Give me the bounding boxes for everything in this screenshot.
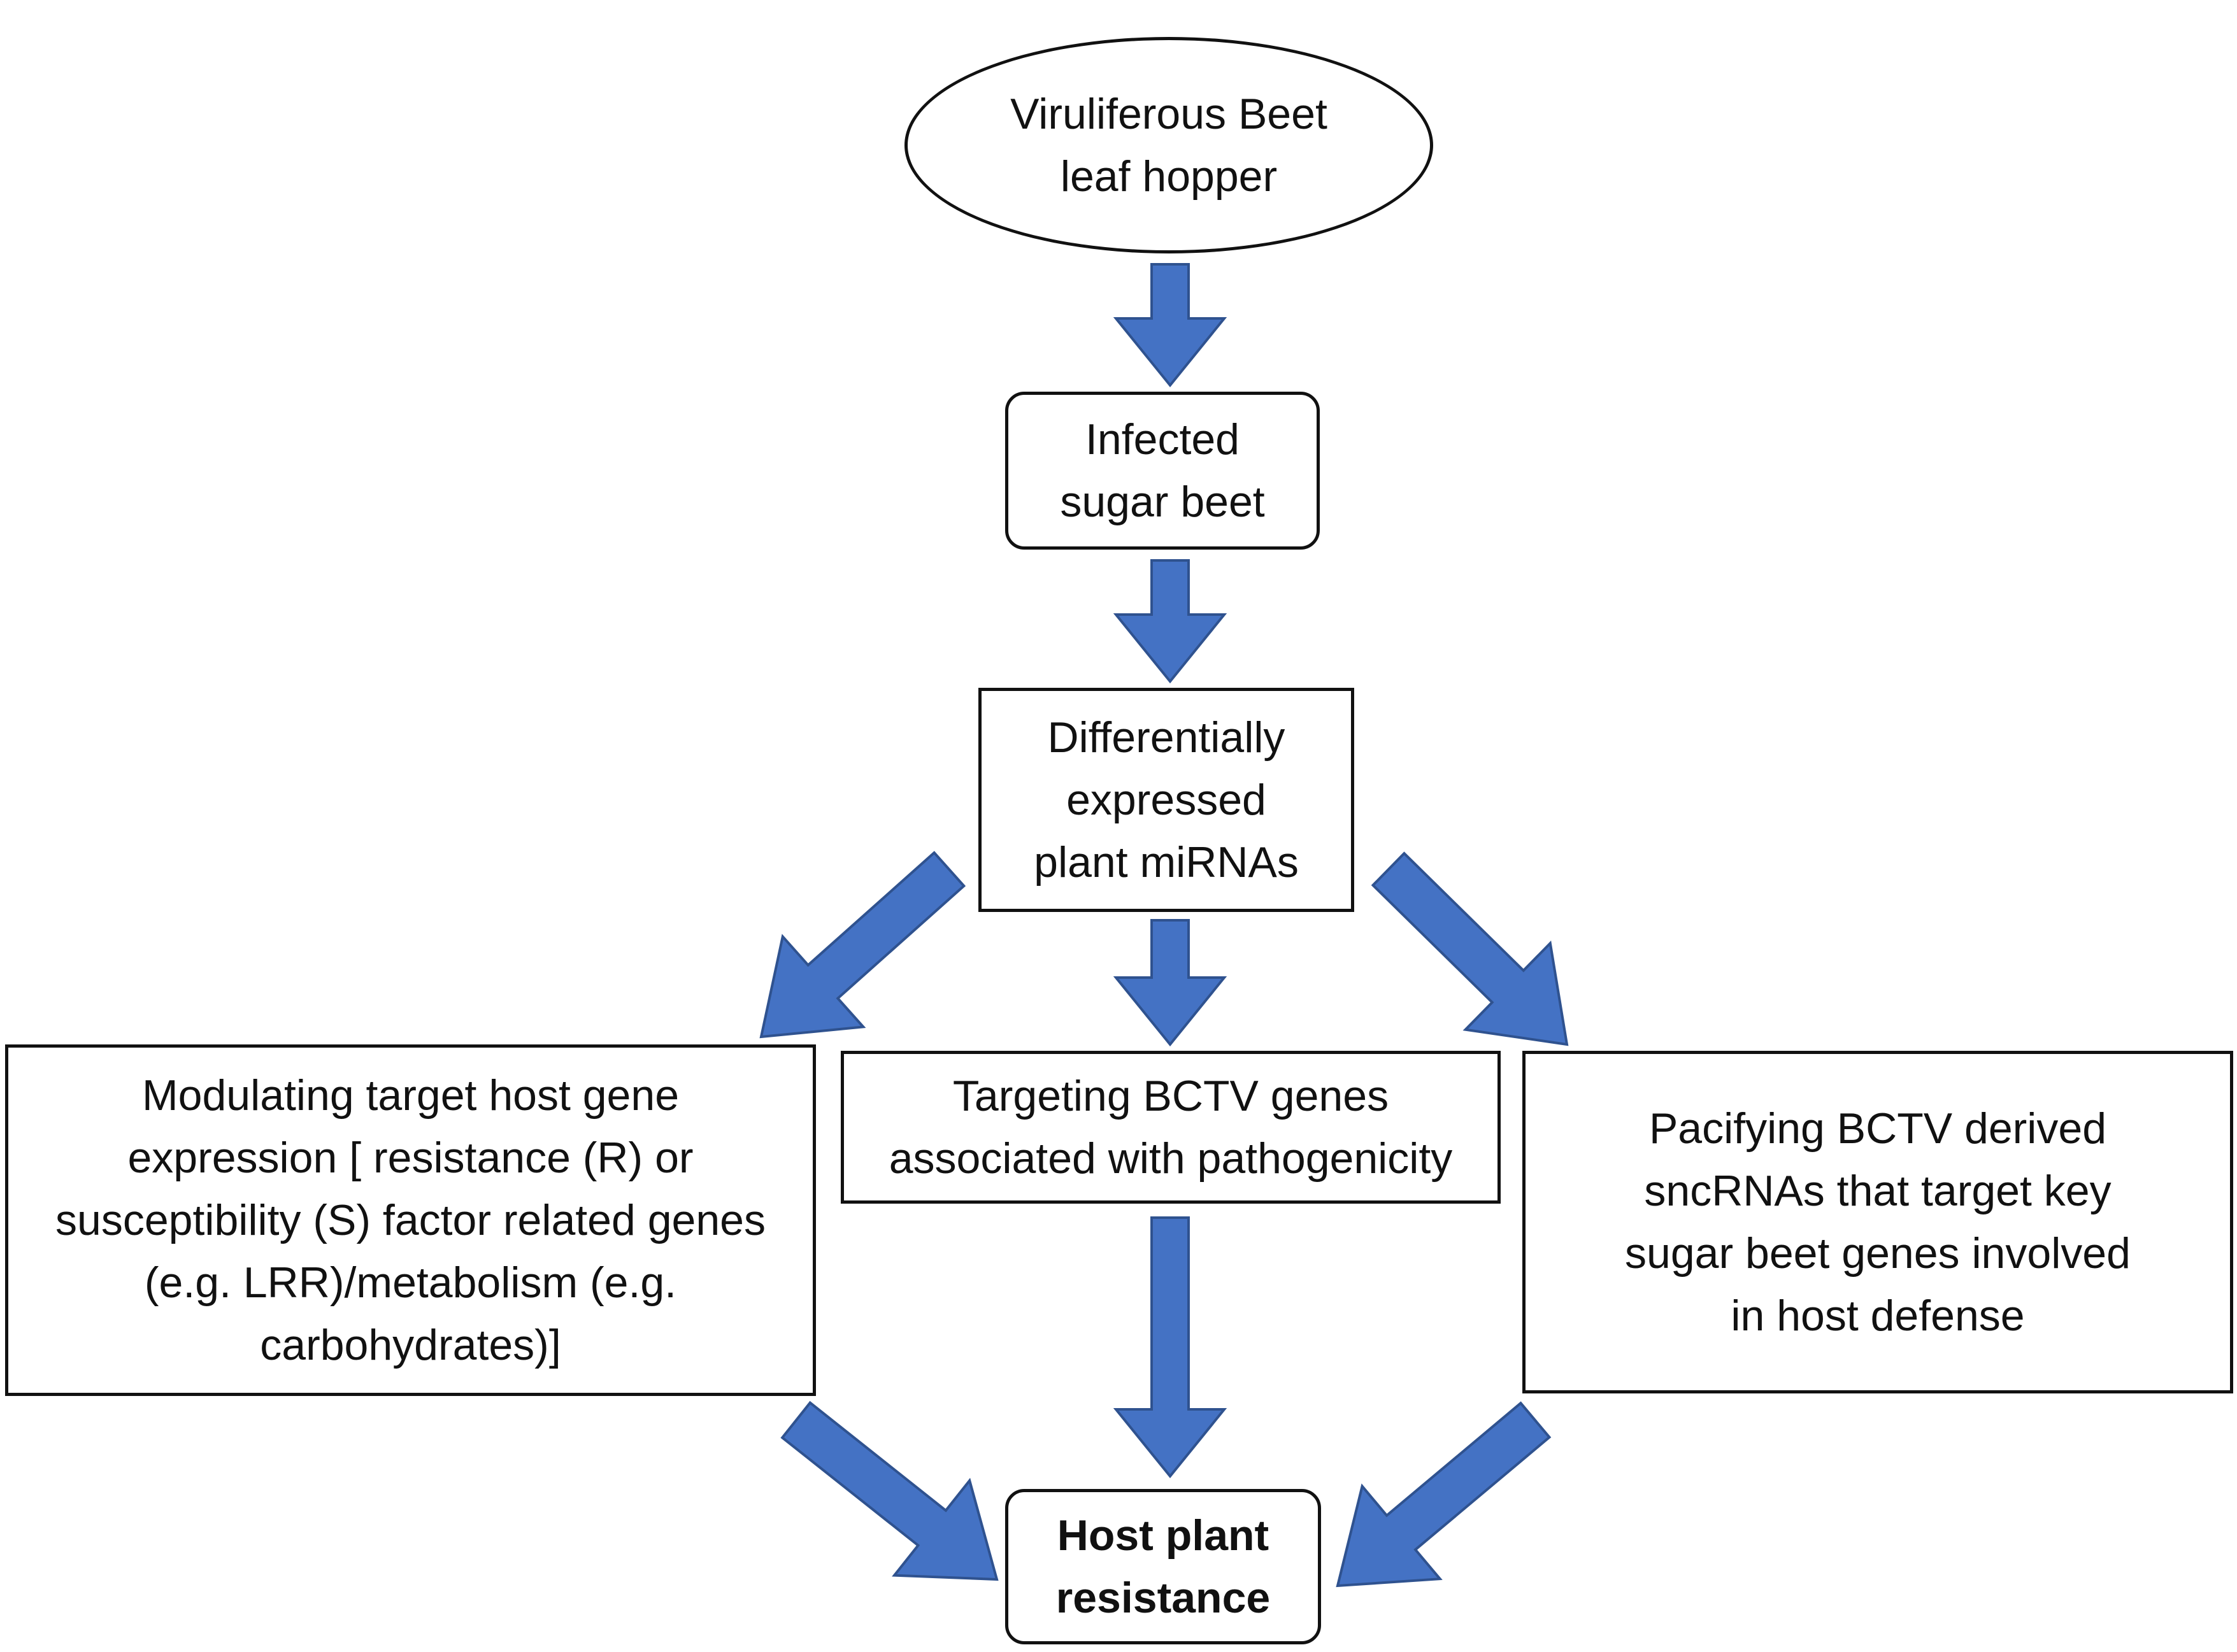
node-modulating: Modulating target host gene expression [… (5, 1044, 816, 1396)
node-mirnas-label: Differentially expressed plant miRNAs (1034, 713, 1299, 887)
node-infected: Infected sugar beet (1005, 392, 1320, 550)
node-vector: Viruliferous Beet leaf hopper (904, 37, 1433, 253)
arrow-pacifying-to-resistance (1336, 1401, 1552, 1588)
arrow-mirnas-to-targeting (1113, 919, 1227, 1047)
arrow-mirnas-to-modulating (759, 851, 966, 1039)
arrow-vector-to-infected (1113, 263, 1227, 388)
arrow-infected-to-mirnas (1113, 559, 1227, 684)
arrow-modulating-to-resistance (780, 1400, 999, 1581)
node-resistance: Host plant resistance (1005, 1489, 1321, 1644)
node-mirnas: Differentially expressed plant miRNAs (978, 688, 1354, 912)
node-targeting: Targeting BCTV genes associated with pat… (841, 1051, 1501, 1204)
arrow-mirnas-to-pacifying (1371, 851, 1569, 1046)
node-modulating-label: Modulating target host gene expression [… (55, 1071, 766, 1369)
arrow-targeting-to-resistance (1113, 1216, 1227, 1479)
node-pacifying-label: Pacifying BCTV derived sncRNAs that targ… (1625, 1104, 2131, 1340)
node-vector-label: Viruliferous Beet leaf hopper (1010, 90, 1327, 201)
node-infected-label: Infected sugar beet (1060, 415, 1265, 526)
node-targeting-label: Targeting BCTV genes associated with pat… (889, 1072, 1453, 1183)
node-pacifying: Pacifying BCTV derived sncRNAs that targ… (1522, 1051, 2233, 1393)
node-resistance-label: Host plant resistance (1055, 1511, 1271, 1622)
